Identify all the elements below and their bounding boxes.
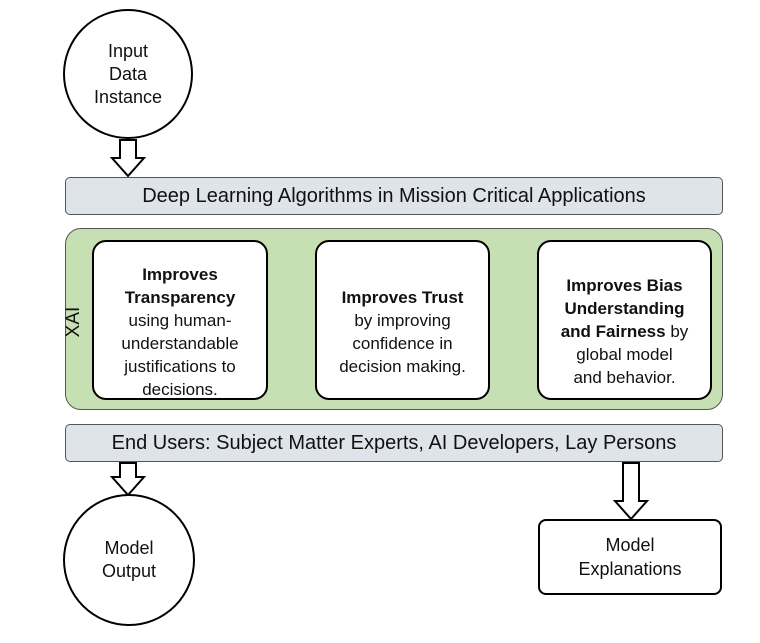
- bias-fairness-card-text: Improves Bias Understanding and Fairness…: [561, 251, 689, 389]
- model-explanations-node: Model Explanations: [538, 519, 722, 595]
- trust-card-body: by improving confidence in decision maki…: [339, 310, 466, 376]
- end-users-label: End Users: Subject Matter Experts, AI De…: [111, 431, 677, 454]
- deep-learning-bar: Deep Learning Algorithms in Mission Crit…: [65, 177, 723, 215]
- model-output-label: Model Output: [101, 538, 157, 581]
- arrow-to-model-output: [109, 462, 147, 497]
- input-data-instance-node: Input Data Instance: [63, 9, 193, 139]
- deep-learning-label: Deep Learning Algorithms in Mission Crit…: [142, 184, 646, 207]
- bias-fairness-card-body: by global model and behavior.: [573, 322, 689, 387]
- model-output-node: Model Output: [63, 494, 195, 626]
- xai-label: XAI: [63, 306, 84, 338]
- input-label: Input Data Instance: [93, 40, 163, 107]
- bias-fairness-card-title: Improves Bias Understanding and Fairness: [560, 276, 685, 341]
- trust-card-title: Improves Trust: [341, 287, 464, 307]
- arrow-to-model-explanations: [612, 462, 650, 521]
- transparency-card-body: using human- understandable justificatio…: [121, 310, 239, 399]
- end-users-bar: End Users: Subject Matter Experts, AI De…: [65, 424, 723, 462]
- trust-card: Improves Trust by improving confidence in…: [315, 240, 490, 400]
- arrow-input-to-dl: [109, 139, 147, 178]
- trust-card-text: Improves Trust by improving confidence in…: [339, 263, 466, 378]
- bias-fairness-card: Improves Bias Understanding and Fairness…: [537, 240, 712, 400]
- model-explanations-label: Model Explanations: [578, 535, 682, 579]
- transparency-card-title: Improves Transparency: [124, 264, 236, 307]
